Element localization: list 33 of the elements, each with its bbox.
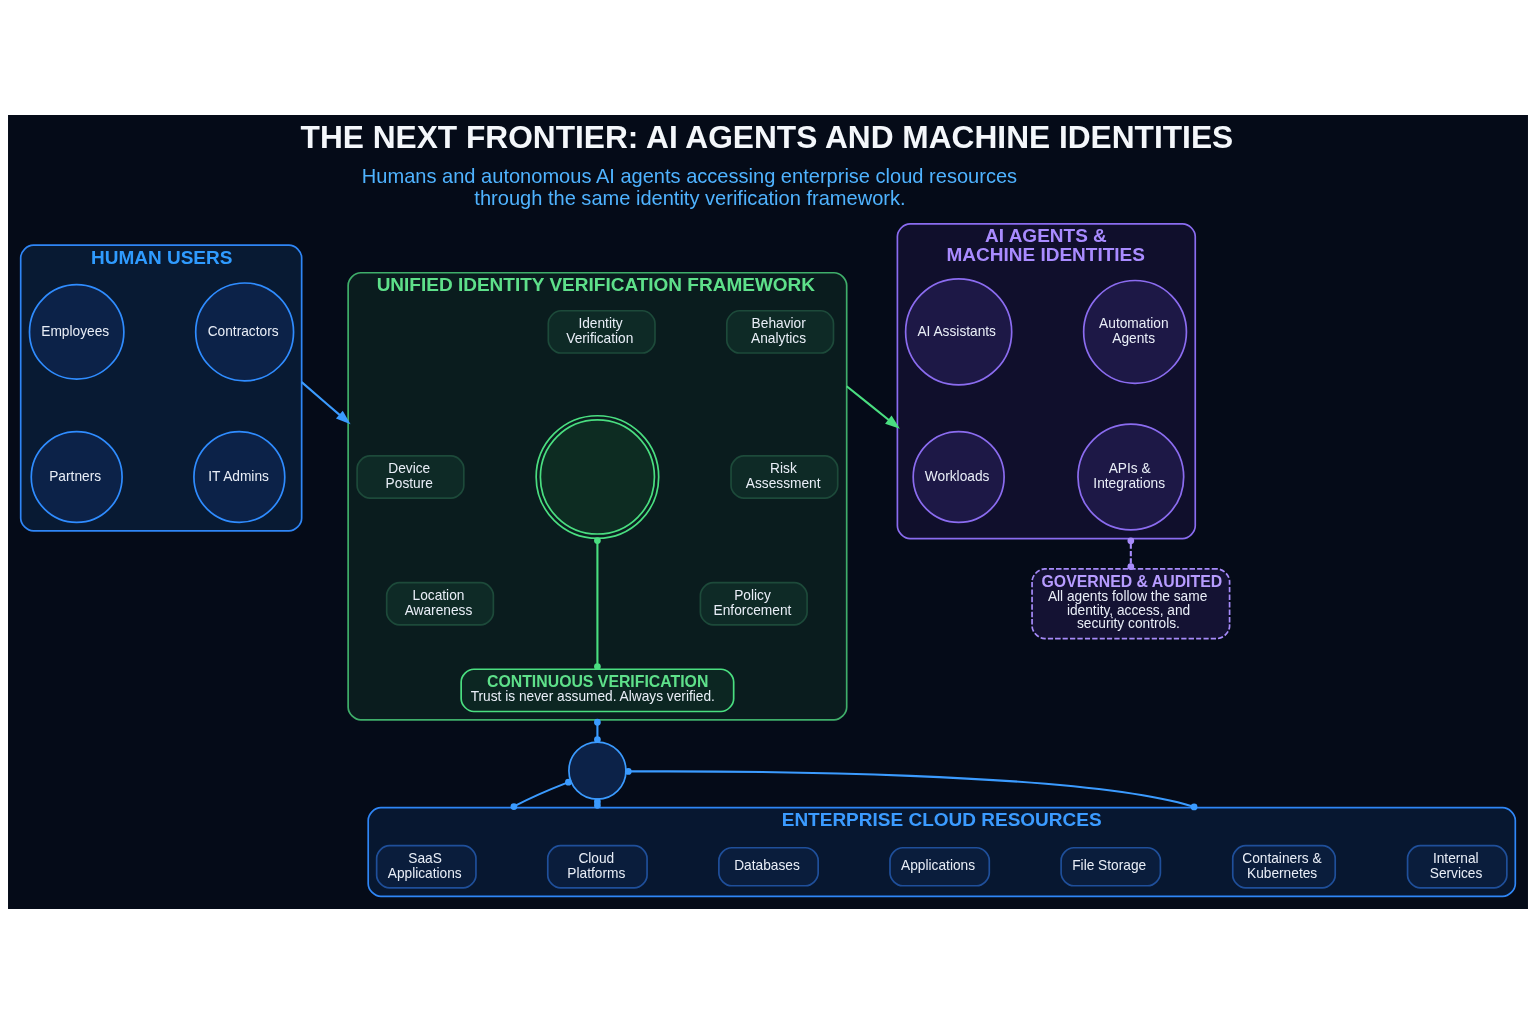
- connector: [624, 768, 1198, 811]
- node-box: Internal Services: [1406, 844, 1508, 889]
- node-box: Containers & Kubernetes: [1231, 844, 1337, 889]
- node-circle: Workloads: [912, 430, 1005, 524]
- node-box: GOVERNED & AUDITED All agents follow the same identity, access, and security controls.: [1031, 568, 1231, 640]
- node-circle: IT Admins: [193, 430, 286, 524]
- arrow: [846, 385, 900, 429]
- node-box: Device Posture: [356, 455, 465, 499]
- connector: [510, 778, 572, 810]
- node-circle: [535, 414, 660, 540]
- node-box: SaaS Applications: [375, 844, 477, 889]
- node-circle: AI Assistants: [904, 278, 1013, 386]
- arrow: [300, 381, 351, 425]
- node-box: Identity Verification: [547, 309, 656, 354]
- node-box: File Storage: [1060, 846, 1162, 887]
- node-box: CONTINUOUS VERIFICATION Trust is never assumed. Always verified.: [460, 668, 735, 713]
- node-circle: Automation Agents: [1082, 279, 1188, 385]
- connector: [594, 537, 601, 670]
- node-circle: APIs & Integrations: [1077, 423, 1185, 531]
- connector: [1127, 537, 1135, 570]
- node-circle: Partners: [30, 430, 123, 524]
- node-circle: Contractors: [194, 282, 295, 382]
- diagram-title: THE NEXT FRONTIER: AI AGENTS AND MACHINE IDENTITIES: [300, 118, 1234, 155]
- node-box: Databases: [718, 846, 819, 887]
- node-box: Location Awareness: [385, 581, 495, 626]
- label: Humans and autonomous AI agents accessing enterprise cloud resources through the same identity verification framework.: [361, 164, 1018, 209]
- node-box: Behavior Analytics: [725, 309, 835, 354]
- node-box: Policy Enforcement: [699, 581, 808, 626]
- node-box: Risk Assessment: [730, 455, 839, 499]
- node-circle: Employees: [28, 283, 125, 380]
- node-box: Applications: [889, 846, 991, 887]
- node-circle: [568, 741, 627, 800]
- node-box: Cloud Platforms: [546, 844, 648, 889]
